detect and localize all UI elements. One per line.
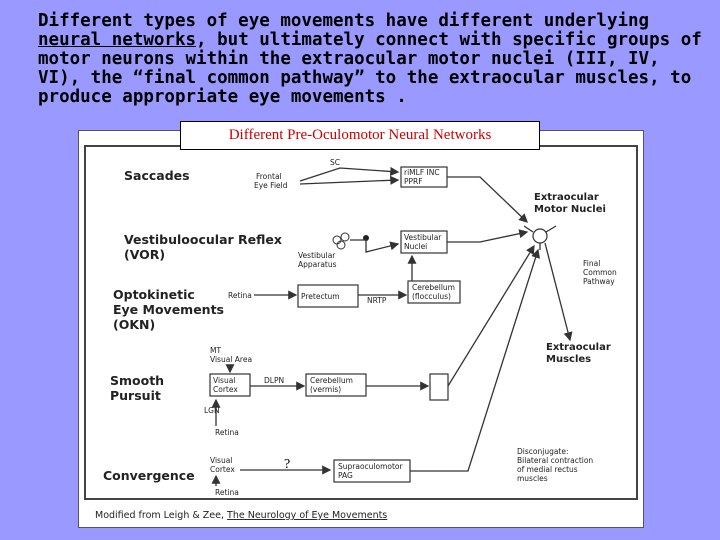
- output-disconj-3: of medial rectus: [517, 465, 578, 474]
- edge-pursuit-motor: [447, 244, 535, 387]
- category-convergence: Convergence: [103, 468, 195, 483]
- node-visual-cortex-1: Visual: [213, 376, 235, 385]
- category-okn-line1: Optokinetic: [113, 287, 195, 302]
- unknown-pathway-marker: ?: [284, 457, 290, 472]
- box-pretectum: [297, 284, 359, 308]
- node-rimlf-2: PPRF: [404, 177, 423, 186]
- intro-link-neural-networks[interactable]: neural networks: [38, 30, 197, 50]
- edge-supraocul-motor: [410, 248, 540, 472]
- edge-vestapp-vestnuc: [350, 239, 400, 253]
- node-frontal-eye-field-1: Frontal: [256, 172, 282, 181]
- node-rimlf-1: riMLF INC: [404, 168, 440, 177]
- node-supraocul-1: Supraoculomotor: [338, 462, 404, 471]
- edge-motor-muscles: [544, 242, 573, 342]
- output-disconj-1: Disconjugate:: [517, 447, 569, 456]
- output-fcp-3: Pathway: [583, 277, 615, 286]
- category-okn-line2: Eye Movements: [113, 302, 224, 317]
- edge-vestnuc-motor: [447, 229, 529, 243]
- node-supraocul-2: PAG: [338, 471, 353, 480]
- node-retina-conv: Retina: [215, 488, 239, 497]
- credit-prefix: Modified from Leigh & Zee,: [95, 510, 227, 521]
- node-dlpn: DLPN: [264, 376, 284, 385]
- node-mt-1: MT: [210, 346, 221, 355]
- vestibular-apparatus-icon: [332, 232, 350, 250]
- output-motor-nuclei-2: Motor Nuclei: [534, 204, 606, 215]
- figure-credit: Modified from Leigh & Zee, The Neurology…: [95, 510, 387, 521]
- category-saccades: Saccades: [124, 168, 190, 183]
- output-disconj-4: muscles: [517, 474, 548, 483]
- box-cereb-vermis: [305, 373, 367, 397]
- category-vor-line2: (VOR): [124, 247, 165, 262]
- node-pretectum: Pretectum: [301, 292, 340, 301]
- node-retina-pursuit: Retina: [215, 428, 239, 437]
- box-cereb-flocculus: [407, 280, 461, 304]
- node-vest-nuc-2: Nuclei: [404, 242, 427, 251]
- intro-text-part2: , but ultimately connect with specific g…: [38, 30, 702, 107]
- node-visual-cortex-2: Cortex: [213, 385, 238, 394]
- output-disconj-2: Bilateral contraction: [517, 456, 593, 465]
- node-conv-cortex-1: Visual: [210, 456, 232, 465]
- node-sc: SC: [330, 158, 340, 167]
- diagram-title-banner: Different Pre-Oculomotor Neural Networks: [180, 121, 540, 150]
- box-visual-cortex: [209, 373, 251, 397]
- output-fcp-1: Final: [583, 259, 600, 268]
- edge-rimlf-motor: [447, 176, 528, 223]
- edge-fef-rimlf: [299, 175, 400, 185]
- node-vest-app-2: Apparatus: [298, 260, 337, 269]
- motor-neuron-icon: [523, 225, 557, 250]
- node-cereb-flocc-1: Cerebellum: [412, 283, 455, 292]
- intro-paragraph: Different types of eye movements have di…: [38, 12, 708, 107]
- node-vest-app-1: Vestibular: [298, 251, 336, 260]
- node-mt-2: Visual Area: [210, 355, 252, 364]
- category-vor-line1: Vestibuloocular Reflex: [124, 232, 282, 247]
- category-pursuit-line1: Smooth: [110, 373, 164, 388]
- node-vest-nuc-1: Vestibular: [404, 233, 442, 242]
- category-okn-line3: (OKN): [113, 317, 155, 332]
- node-cereb-flocc-2: (flocculus): [412, 292, 451, 301]
- box-pursuit-relay: [429, 373, 449, 401]
- node-cereb-vermis-1: Cerebellum: [310, 376, 353, 385]
- node-cereb-vermis-2: (vermis): [310, 385, 341, 394]
- credit-book-title: The Neurology of Eye Movements: [226, 510, 387, 521]
- node-retina-okn: Retina: [228, 291, 252, 300]
- output-muscles-2: Muscles: [546, 354, 591, 365]
- output-muscles-1: Extraocular: [546, 342, 611, 353]
- node-lgn: LGN: [204, 406, 220, 415]
- intro-text-part1: Different types of eye movements have di…: [38, 11, 650, 31]
- category-pursuit-line2: Pursuit: [110, 388, 161, 403]
- node-conv-cortex-2: Cortex: [210, 465, 235, 474]
- output-fcp-2: Common: [583, 268, 617, 277]
- node-nrtp: NRTP: [367, 296, 387, 305]
- output-motor-nuclei-1: Extraocular: [534, 192, 599, 203]
- node-frontal-eye-field-2: Eye Field: [254, 181, 288, 190]
- edge-sc-rimlf: [299, 166, 400, 182]
